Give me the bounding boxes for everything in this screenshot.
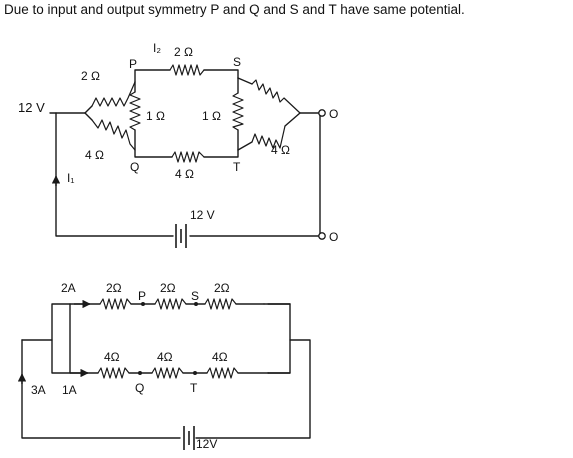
resistor-top-2 (154, 298, 187, 310)
label-node-s2: S (191, 289, 199, 303)
label-node-s: S (233, 55, 241, 69)
wire-q-to-bottom (134, 149, 173, 158)
label-resistor-bottom-3: 4Ω (212, 350, 228, 364)
wire-right-outer (195, 339, 311, 439)
label-node-q: Q (130, 160, 139, 174)
wire-right-rail (267, 303, 291, 374)
label-resistor-bottom-2: 4Ω (157, 350, 173, 364)
label-current-3a: 3A (31, 383, 46, 397)
label-resistor-middle-st: 1 Ω (202, 109, 221, 123)
label-resistor-bottom-1: 4Ω (104, 350, 120, 364)
junction-s (194, 302, 198, 306)
circuit-one: 12 V I₂ I₁ P S Q T O O 2 Ω 4 Ω 2 Ω 4 Ω 1… (18, 41, 338, 248)
label-node-out2: O (329, 230, 338, 244)
wire-input-down (55, 112, 174, 237)
junction-t (193, 371, 197, 375)
label-node-t: T (233, 160, 241, 174)
label-current-left: I₁ (67, 171, 74, 185)
label-node-p2: P (138, 289, 146, 303)
label-resistor-middle-pq: 1 Ω (146, 109, 165, 123)
junction-q (138, 371, 142, 375)
label-node-t2: T (190, 381, 198, 395)
wire-to-right-node (237, 77, 253, 85)
node-bottom-right (318, 232, 326, 240)
resistor-left-upper (91, 81, 136, 107)
resistor-bottom (171, 151, 205, 163)
wire-left-rail (51, 303, 71, 374)
label-resistor-bottom: 4 Ω (175, 167, 194, 181)
resistor-bottom-2 (151, 367, 184, 379)
solution-statement: Due to input and output symmetry P and Q… (4, 2, 465, 17)
resistor-bottom-3 (206, 367, 239, 379)
battery-two (183, 426, 195, 450)
label-node-out1: O (329, 107, 338, 121)
label-resistor-left-lower: 4 Ω (85, 148, 104, 162)
resistor-middle-pq (129, 91, 141, 131)
wire-left-to-p (84, 105, 93, 114)
label-resistor-left-upper: 2 Ω (81, 69, 100, 83)
label-resistor-top-1: 2Ω (106, 281, 122, 295)
wire-right-lower-end (284, 112, 301, 127)
label-node-q2: Q (135, 381, 144, 395)
label-current-1a: 1A (62, 383, 77, 397)
resistor-top (169, 64, 205, 76)
wire-bottom-return (21, 339, 181, 439)
label-source-bottom: 12 V (190, 208, 215, 222)
resistor-right-upper (251, 79, 301, 114)
resistor-top-3 (204, 298, 237, 310)
node-output (318, 109, 326, 117)
resistor-left-lower (91, 119, 136, 151)
label-current-2a: 2A (61, 281, 76, 295)
label-resistor-top-3: 2Ω (214, 281, 230, 295)
wire-bottom-to-t (203, 149, 239, 158)
resistor-middle-st (232, 92, 244, 131)
label-source-12v: 12V (196, 437, 217, 451)
label-source-left: 12 V (18, 100, 45, 115)
label-resistor-top-2: 2Ω (160, 281, 176, 295)
wire-left-to-q (84, 112, 93, 121)
resistor-right-lower (251, 125, 286, 149)
wire-top-to-s (203, 69, 239, 79)
resistor-bottom-1 (97, 367, 130, 379)
circuit-two: 2A 2Ω 2Ω 2Ω P S 4Ω 4Ω 4Ω Q T 3A 1A 12V (17, 281, 311, 451)
label-resistor-top: 2 Ω (174, 45, 193, 59)
wire-p-to-top (134, 69, 171, 83)
label-resistor-right-lower: 4 Ω (271, 143, 290, 157)
junction-p (141, 302, 145, 306)
resistor-top-1 (99, 298, 132, 310)
label-node-p: P (129, 57, 137, 71)
battery-one (175, 224, 187, 248)
wire-t-to-right (237, 141, 253, 151)
label-current-top: I₂ (153, 41, 161, 55)
